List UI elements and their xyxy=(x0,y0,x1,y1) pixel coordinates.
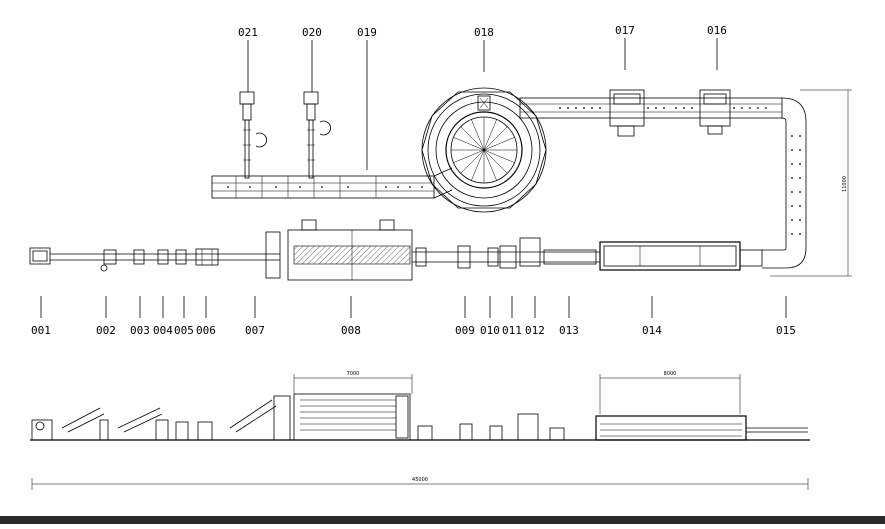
callout-004: 004 xyxy=(153,324,173,337)
total-length-value: 45000 xyxy=(412,477,428,483)
spiral-spoke xyxy=(460,149,485,174)
spiral-spoke xyxy=(483,137,515,151)
lift-020 xyxy=(303,91,332,179)
spiral-spoke xyxy=(483,126,508,151)
callout-012: 012 xyxy=(525,324,545,337)
callout-005: 005 xyxy=(174,324,194,337)
callout-015: 015 xyxy=(776,324,796,337)
spiral-spoke xyxy=(483,149,508,174)
spiral-spoke xyxy=(483,149,515,163)
spiral-spoke xyxy=(471,119,485,151)
callout-011: 011 xyxy=(502,324,522,337)
spiral-spokes xyxy=(451,117,517,183)
spiral-spoke xyxy=(483,149,497,181)
height-dimension: 11000 xyxy=(770,89,852,277)
callout-020: 020 xyxy=(302,26,322,39)
callout-002: 002 xyxy=(96,324,116,337)
upper-right-conveyor xyxy=(519,89,807,269)
bottom-callouts: 001 002 003 004 005 006 007 008 009 010 … xyxy=(31,296,796,337)
callout-019: 019 xyxy=(357,26,377,39)
callout-017: 017 xyxy=(615,24,635,37)
spiral-spoke xyxy=(483,119,497,151)
main-line-plan xyxy=(29,219,763,281)
spiral-cooler xyxy=(421,87,547,213)
callout-021: 021 xyxy=(238,26,258,39)
spiral-spoke xyxy=(471,149,485,181)
callout-010: 010 xyxy=(480,324,500,337)
callout-014: 014 xyxy=(642,324,662,337)
callout-006: 006 xyxy=(196,324,216,337)
height-dimension-value: 11000 xyxy=(842,176,848,192)
top-callouts: 021 020 019 018 017 016 xyxy=(238,24,727,170)
machine-017 xyxy=(609,89,645,127)
lift-021 xyxy=(239,91,268,179)
callout-003: 003 xyxy=(130,324,150,337)
elevation-view: 7000 8000 45000 xyxy=(30,371,810,490)
machine-016 xyxy=(699,89,731,127)
steamer-dimension-value: 7000 xyxy=(347,371,360,377)
spiral-spoke xyxy=(453,149,485,163)
callout-001: 001 xyxy=(31,324,51,337)
callout-016: 016 xyxy=(707,24,727,37)
fryer-dimension-value: 8000 xyxy=(664,371,677,377)
upper-conveyor-holes xyxy=(227,186,423,188)
upper-conveyor xyxy=(211,167,453,199)
callout-013: 013 xyxy=(559,324,579,337)
vertical-run-holes xyxy=(791,135,801,235)
callout-008: 008 xyxy=(341,324,361,337)
upper-conveyor-dividers xyxy=(235,176,377,198)
callout-007: 007 xyxy=(245,324,265,337)
spiral-spoke xyxy=(460,126,485,151)
spiral-spoke xyxy=(453,137,485,151)
callout-009: 009 xyxy=(455,324,475,337)
upper-right-holes xyxy=(559,107,767,109)
bottom-bar xyxy=(0,516,885,524)
callout-018: 018 xyxy=(474,26,494,39)
